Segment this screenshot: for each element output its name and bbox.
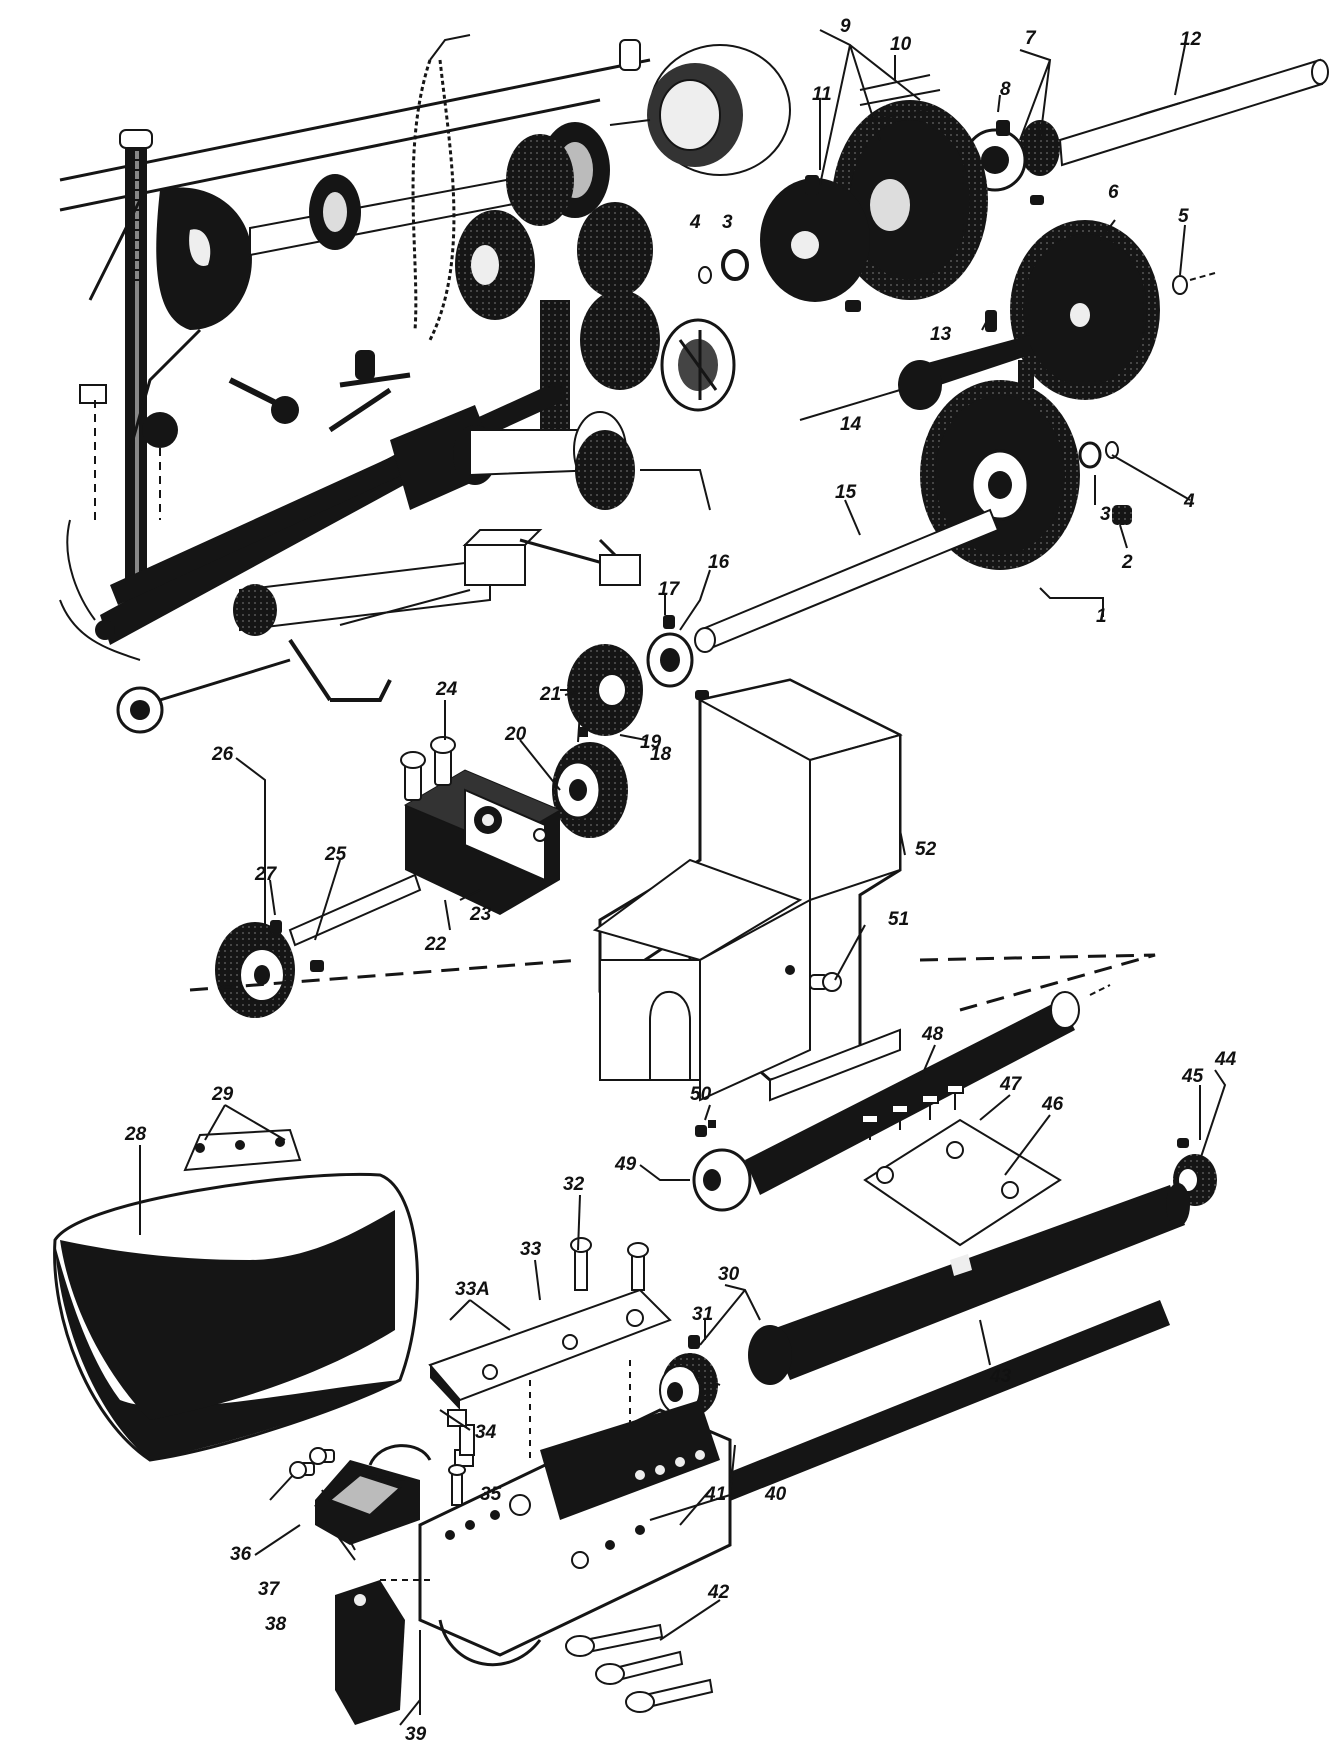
machine-frame-assembly	[59, 34, 791, 734]
label-4-left: 4	[689, 212, 701, 233]
label-32: 32	[563, 1174, 585, 1195]
label-33A: 33A	[455, 1279, 490, 1300]
label-11: 11	[812, 84, 832, 105]
label-4-right: 4	[1183, 491, 1195, 512]
middle-gear-assembly	[189, 644, 1156, 1018]
label-42: 42	[707, 1582, 730, 1603]
label-23: 23	[469, 904, 492, 925]
label-13: 13	[930, 324, 952, 345]
label-19: 19	[640, 732, 662, 753]
label-46: 46	[1041, 1094, 1064, 1115]
label-20: 20	[504, 724, 527, 745]
label-17: 17	[658, 579, 681, 600]
label-40: 40	[764, 1484, 787, 1505]
label-3-left: 3	[722, 212, 733, 233]
label-30: 30	[718, 1264, 740, 1285]
label-33: 33	[520, 1239, 542, 1260]
label-49: 49	[614, 1154, 637, 1175]
label-14: 14	[840, 414, 862, 435]
label-12: 12	[1180, 29, 1202, 50]
label-7: 7	[1025, 28, 1037, 49]
label-1: 1	[1096, 606, 1107, 627]
label-8: 8	[1000, 79, 1011, 100]
label-5: 5	[1178, 206, 1189, 227]
label-9: 9	[840, 16, 851, 37]
cover-52	[592, 678, 903, 1102]
label-48: 48	[921, 1024, 944, 1045]
label-51: 51	[888, 909, 909, 930]
label-52: 52	[915, 839, 937, 860]
label-50: 50	[690, 1084, 712, 1105]
label-34: 34	[475, 1422, 497, 1443]
label-39: 39	[405, 1724, 427, 1743]
label-41: 41	[704, 1484, 726, 1505]
housing-40	[418, 1237, 732, 1713]
label-25: 25	[324, 844, 347, 865]
roller-assembly	[692, 984, 1217, 1247]
label-44: 44	[1214, 1049, 1237, 1070]
part-labels: 1 2 3 3 4 4 5 6 7 8 9 10 11 12 13 14 15 …	[124, 16, 1237, 1743]
label-36: 36	[230, 1544, 252, 1565]
label-47: 47	[999, 1074, 1023, 1095]
label-2: 2	[1121, 552, 1133, 573]
label-35: 35	[480, 1484, 502, 1505]
label-26: 26	[211, 744, 234, 765]
leader-lines	[139, 29, 1227, 1726]
label-43: 43	[989, 1366, 1012, 1387]
label-29: 29	[211, 1084, 234, 1105]
lower-shafts	[659, 1183, 1190, 1507]
label-27: 27	[254, 864, 278, 885]
label-38: 38	[265, 1614, 287, 1635]
label-15: 15	[835, 482, 857, 503]
label-18: 18	[650, 744, 672, 765]
label-45: 45	[1181, 1066, 1204, 1087]
cover-28	[53, 1128, 419, 1462]
label-3-right: 3	[1100, 504, 1111, 525]
label-21: 21	[539, 684, 561, 705]
upper-right-gear-train	[646, 58, 1329, 700]
label-28: 28	[124, 1124, 147, 1145]
label-37: 37	[258, 1579, 281, 1600]
label-22: 22	[424, 934, 447, 955]
label-31: 31	[692, 1304, 713, 1325]
label-16: 16	[708, 552, 730, 573]
label-6: 6	[1108, 182, 1119, 203]
label-10: 10	[890, 34, 912, 55]
label-24: 24	[435, 679, 458, 700]
